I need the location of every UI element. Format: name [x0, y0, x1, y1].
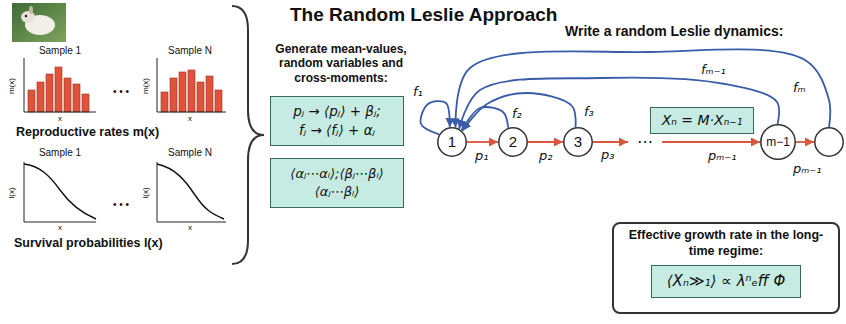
ellipsis: ⋯: [637, 132, 653, 151]
transition-arrow: [593, 141, 628, 143]
bar: [215, 90, 222, 112]
animal-photo: [12, 3, 66, 42]
survival-curve: [24, 164, 96, 219]
result-panel: Effective growth rate in the long-time r…: [612, 222, 840, 314]
sample-label: Sample 1: [39, 45, 81, 57]
sample-label: Sample N: [168, 147, 212, 159]
state-circle: 3: [563, 127, 593, 157]
equation-box: Xₙ = M·Xₙ₋₁: [650, 107, 754, 134]
state-circle: 2: [498, 127, 528, 157]
state-circle: [814, 127, 844, 157]
formula-text: ⟨αⱼ⋯βₗ⟩: [315, 184, 359, 200]
edge-label: f₃: [583, 104, 595, 120]
state-number: 3: [574, 133, 582, 152]
bar: [179, 72, 186, 112]
circle-shape: [438, 128, 466, 156]
diagram-title: The Random Leslie Approach: [290, 4, 557, 27]
fertility-arc: [456, 49, 831, 127]
formula-text: fⱼ → ⟨fⱼ⟩ + αⱼ: [299, 122, 375, 139]
step-heading: Generate mean-values, random variables a…: [274, 42, 408, 85]
formula-box: pⱼ → ⟨pⱼ⟩ + βⱼ; fⱼ → ⟨fⱼ⟩ + αⱼ: [270, 96, 404, 146]
state-circle: m−1: [760, 124, 796, 160]
axis-label: x: [188, 223, 192, 233]
survival-curve: [157, 164, 224, 219]
bar: [73, 84, 80, 112]
animal-head: [21, 11, 35, 23]
survival-arrow: [796, 141, 814, 143]
axis: [24, 58, 96, 112]
bar: [28, 90, 35, 112]
chain-arrows: [593, 141, 760, 143]
axis: [157, 162, 226, 222]
axis-label: l(x): [7, 187, 17, 198]
axis-label: m(x): [7, 78, 17, 94]
fertility-arc: [459, 78, 779, 129]
sample-label: Sample 1: [39, 147, 81, 159]
bar: [197, 82, 204, 112]
bar: [206, 76, 213, 112]
formula-text: Xₙ = M·Xₙ₋₁: [662, 112, 743, 130]
panel-caption: Survival probabilities l(x): [14, 236, 163, 251]
formula-text: ⟨Xₙ≫₁⟩ ∝ λⁿₑff Φ: [667, 272, 785, 291]
edge-label: f₂: [511, 106, 523, 122]
step-heading: Write a random Leslie dynamics:: [565, 23, 783, 40]
curly-bracket: [232, 6, 264, 264]
state-number: m−1: [766, 135, 790, 150]
growth-formula-box: ⟨Xₙ≫₁⟩ ∝ λⁿₑff Φ: [651, 265, 801, 298]
bar-chart-sample-1: [28, 67, 89, 112]
state-circle: 1: [437, 127, 467, 157]
fertility-arc: [462, 107, 509, 130]
transition-arrow: [662, 141, 760, 143]
axis-label: m(x): [141, 78, 151, 94]
fertility-arc: [462, 93, 576, 131]
axis: [157, 58, 226, 112]
chart-axes: [24, 58, 226, 222]
bar: [64, 78, 71, 112]
formula-text: ⟨αⱼ⋯αₗ⟩;⟨βⱼ⋯βₗ⟩: [290, 166, 383, 182]
circle-shape: [499, 128, 527, 156]
formula-text: pⱼ → ⟨pⱼ⟩ + βⱼ;: [293, 103, 381, 120]
edge-label: f₁: [412, 84, 424, 100]
edge-label: p₂: [538, 148, 553, 164]
ellipsis: • • •: [113, 86, 129, 98]
circle-shape: [761, 125, 795, 159]
bar: [161, 92, 168, 112]
circle-shape: [564, 128, 592, 156]
animal-ear: [29, 6, 33, 14]
bar: [82, 94, 89, 112]
moments-box: ⟨αⱼ⋯αₗ⟩;⟨βⱼ⋯βₗ⟩ ⟨αⱼ⋯βₗ⟩: [270, 158, 404, 208]
survival-arrow: [467, 141, 498, 143]
survival-curves: [24, 164, 224, 219]
circle-shape: [815, 128, 843, 156]
bar: [37, 82, 44, 112]
animal-eye: [25, 15, 28, 18]
state-number: 2: [509, 133, 517, 152]
edge-label: p₁: [474, 148, 489, 164]
bar: [55, 67, 62, 112]
transition-label: pₘ₋₁: [708, 148, 736, 164]
panel-caption: Reproductive rates m(x): [16, 125, 159, 140]
edge-label: fₘ₋₁: [700, 62, 727, 78]
bar: [188, 70, 195, 112]
panel-heading: Effective growth rate in the long-time r…: [622, 228, 830, 259]
edge-label: fₘ: [792, 80, 807, 96]
circle-outline: [814, 127, 844, 157]
axis-label: x: [58, 223, 62, 233]
transition-label: p₃: [601, 147, 614, 163]
axis-label: x: [58, 114, 62, 124]
bar: [170, 78, 177, 112]
bar-chart-sample-n: [161, 70, 222, 112]
state-number: 1: [448, 133, 456, 152]
axis-label: l(x): [141, 187, 151, 198]
ellipsis: • • •: [113, 199, 129, 211]
survival-arrow: [528, 141, 563, 143]
bar: [46, 74, 53, 112]
sample-label: Sample N: [168, 45, 212, 57]
edge-label: pₘ₋₁: [792, 161, 822, 177]
photo-ground: [12, 3, 66, 42]
axis: [24, 162, 96, 222]
axis-label: x: [188, 114, 192, 124]
